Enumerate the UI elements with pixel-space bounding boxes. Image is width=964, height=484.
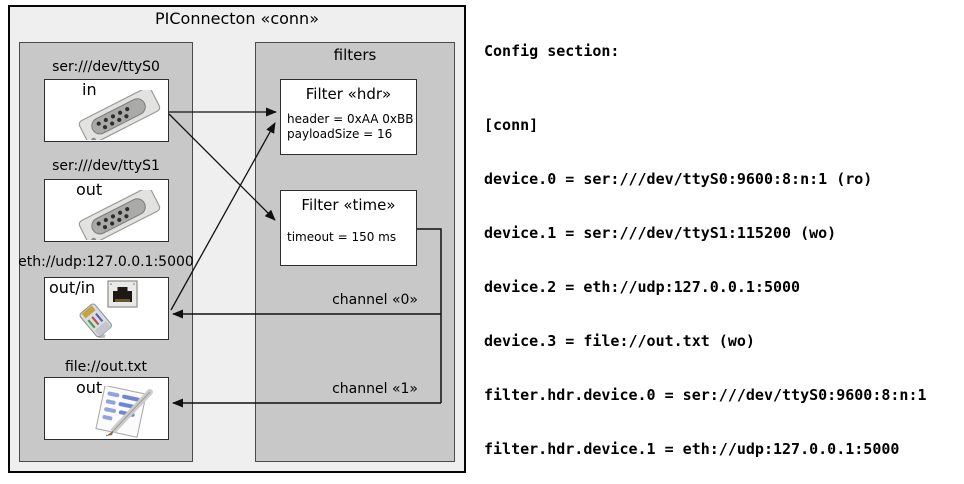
device-node-ttys1: out <box>44 179 169 242</box>
config-line: device.1 = ser:///dev/ttyS1:115200 (wo) <box>484 224 837 242</box>
config-heading: Config section: <box>484 42 620 60</box>
config-line: device.3 = file://out.txt (wo) <box>484 332 755 350</box>
config-line: device.0 = ser:///dev/ttyS0:9600:8:n:1 (… <box>484 170 873 188</box>
channel-0-label: channel «0» <box>332 292 418 308</box>
device-uri-ttys0: ser:///dev/ttyS0 <box>52 59 160 75</box>
filter-node-time: Filter «time» timeout = 150 ms <box>280 190 417 266</box>
filter-property: header = 0xAA 0xBB <box>287 112 414 126</box>
device-uri-file: file://out.txt <box>64 359 148 375</box>
filters-group-label: filters <box>333 46 377 64</box>
filter-property: timeout = 150 ms <box>287 230 397 244</box>
diagram-title: PIConnecton «conn» <box>155 9 319 28</box>
filter-property: payloadSize = 16 <box>287 127 393 141</box>
device-uri-eth: eth://udp:127.0.0.1:5000 <box>18 254 194 270</box>
ethernet-connector-icon <box>79 280 138 338</box>
device-uri-ttys1: ser:///dev/ttyS1 <box>52 158 160 174</box>
serial-connector-icon <box>78 190 161 240</box>
device-port-label: out/in <box>49 278 96 297</box>
filter-title: Filter «time» <box>301 196 396 214</box>
filter-title: Filter «hdr» <box>305 85 392 103</box>
config-line: filter.hdr.device.1 = eth://udp:127.0.0.… <box>484 440 900 458</box>
device-node-ttys0: in <box>44 79 169 142</box>
notepad-icon <box>95 386 153 438</box>
device-port-label: out <box>76 180 103 199</box>
config-line: filter.hdr.device.0 = ser:///dev/ttyS0:9… <box>484 386 927 404</box>
config-line: [conn] <box>484 116 539 134</box>
device-port-label: out <box>76 378 103 397</box>
config-section: Config section: [conn] device.0 = ser://… <box>484 6 936 484</box>
config-line: device.2 = eth://udp:127.0.0.1:5000 <box>484 278 801 296</box>
channel-1-label: channel «1» <box>332 381 418 397</box>
filter-node-hdr: Filter «hdr» header = 0xAA 0xBB payloadS… <box>280 79 417 155</box>
serial-connector-icon <box>78 90 161 140</box>
device-node-eth: out/in <box>44 277 169 340</box>
device-node-file: out <box>44 377 169 440</box>
device-port-label: in <box>82 80 97 99</box>
